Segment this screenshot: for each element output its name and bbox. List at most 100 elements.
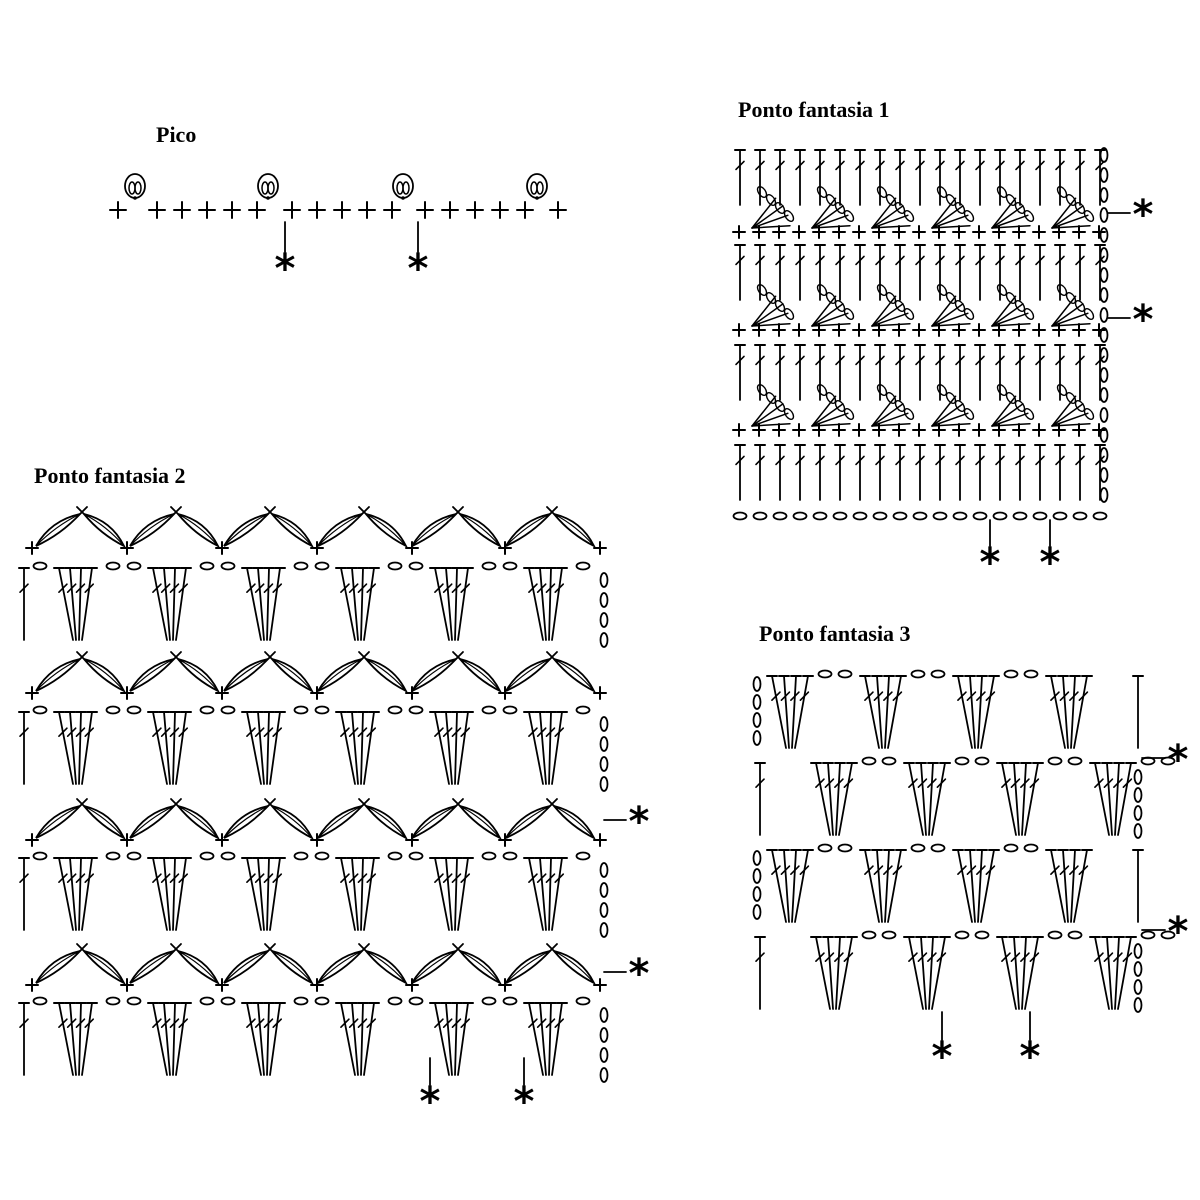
single-crochet-symbol [972, 225, 986, 239]
leaf-stitch-symbol [83, 513, 126, 549]
repeat-marker: * [1133, 192, 1154, 238]
chain-symbol [1067, 756, 1083, 766]
chain-symbol [481, 851, 497, 861]
fan-cluster-symbol [1051, 185, 1095, 229]
leaf-stitch-symbol [365, 805, 408, 841]
chain-symbol [752, 694, 762, 710]
chain-symbol [599, 612, 609, 628]
single-crochet-symbol [310, 833, 324, 847]
chain-symbol [1023, 843, 1039, 853]
double-crochet-symbol [81, 1002, 98, 1076]
double-crochet-symbol [1069, 675, 1081, 749]
chain-symbol [954, 756, 970, 766]
double-crochet-symbol [790, 675, 802, 749]
chain-symbol [1099, 287, 1109, 303]
chain-symbol [575, 705, 591, 715]
fan-cluster-symbol [811, 383, 855, 427]
double-crochet-symbol [75, 1002, 87, 1076]
double-crochet-symbol [903, 936, 924, 1010]
chain-symbol [752, 868, 762, 884]
chain-symbol [1133, 961, 1143, 977]
chain-symbol [105, 851, 121, 861]
ponto-fantasia-2-title: Ponto fantasia 2 [34, 463, 186, 488]
repeat-marker: * [408, 246, 429, 292]
double-crochet-symbol [814, 149, 826, 206]
double-crochet-symbol [252, 857, 265, 931]
double-crochet-symbol [874, 344, 886, 401]
repeat-marker-vertical: * [514, 1057, 535, 1125]
double-crochet-symbol [523, 711, 544, 785]
chain-symbol [599, 922, 609, 938]
double-crochet-symbol [1034, 244, 1046, 301]
leaf-stitch-symbol [411, 804, 459, 839]
double-crochet-symbol [363, 1002, 380, 1076]
single-crochet-symbol [792, 323, 806, 337]
double-crochet-symbol [263, 857, 275, 931]
double-crochet-symbol [64, 711, 77, 785]
double-crochet-symbol [1069, 849, 1081, 923]
double-crochet-symbol [914, 244, 926, 301]
chain-symbol [199, 705, 215, 715]
chain-symbol [199, 851, 215, 861]
double-crochet-symbol [1020, 762, 1032, 836]
double-crochet-symbol [1132, 675, 1144, 749]
fan-cluster-symbol [1051, 383, 1095, 427]
fan-cluster-symbol [871, 185, 915, 229]
leaf-stitch-symbol [459, 513, 502, 549]
chain-symbol [752, 676, 762, 692]
chain-symbol [408, 996, 424, 1006]
double-crochet-symbol [440, 857, 453, 931]
leaf-stitch-symbol [365, 513, 408, 549]
double-crochet-symbol [551, 857, 568, 931]
chain-symbol [1003, 843, 1019, 853]
single-crochet-symbol [333, 201, 351, 219]
double-crochet-symbol [934, 149, 946, 206]
single-crochet-symbol [593, 978, 607, 992]
single-crochet-symbol [593, 541, 607, 555]
double-crochet-symbol [75, 567, 87, 641]
chain-symbol [1099, 367, 1109, 383]
leaf-stitch-symbol [177, 513, 220, 549]
double-crochet-symbol [1073, 849, 1093, 923]
fan-cluster-symbol [991, 185, 1035, 229]
leaf-stitch-symbol [129, 804, 177, 839]
chain-symbol [910, 843, 926, 853]
double-crochet-symbol [545, 1002, 557, 1076]
chain-symbol [861, 756, 877, 766]
double-crochet-symbol [263, 711, 275, 785]
chain-symbol [599, 572, 609, 588]
chain-symbol [599, 1067, 609, 1083]
double-crochet-symbol [158, 1002, 171, 1076]
double-crochet-symbol [790, 849, 802, 923]
double-crochet-symbol [980, 675, 1000, 749]
pico-title: Pico [156, 122, 197, 147]
double-crochet-symbol [974, 244, 986, 301]
chain-symbol [481, 996, 497, 1006]
double-crochet-symbol [1074, 149, 1086, 206]
double-crochet-symbol [915, 936, 928, 1010]
single-crochet-symbol [892, 225, 906, 239]
leaf-stitch-symbol [223, 804, 271, 839]
chain-symbol [314, 996, 330, 1006]
single-crochet-symbol [416, 201, 434, 219]
chain-symbol [502, 851, 518, 861]
double-crochet-symbol [1014, 444, 1026, 501]
double-crochet-symbol [457, 567, 474, 641]
fan-cluster-symbol [751, 283, 795, 327]
double-crochet-symbol [175, 711, 192, 785]
double-crochet-symbol [954, 344, 966, 401]
repeat-marker: * [980, 540, 1001, 586]
chain-symbol [599, 756, 609, 772]
chain-symbol [599, 736, 609, 752]
double-crochet-symbol [534, 711, 547, 785]
double-crochet-symbol [551, 1002, 568, 1076]
chain-symbol [1052, 511, 1068, 521]
double-crochet-symbol [794, 444, 806, 501]
chain-symbol [1133, 943, 1143, 959]
double-crochet-symbol [551, 711, 568, 785]
chain-symbol [387, 561, 403, 571]
chain-symbol [1047, 930, 1063, 940]
picot-symbol [392, 173, 414, 200]
double-crochet-symbol [357, 1002, 369, 1076]
